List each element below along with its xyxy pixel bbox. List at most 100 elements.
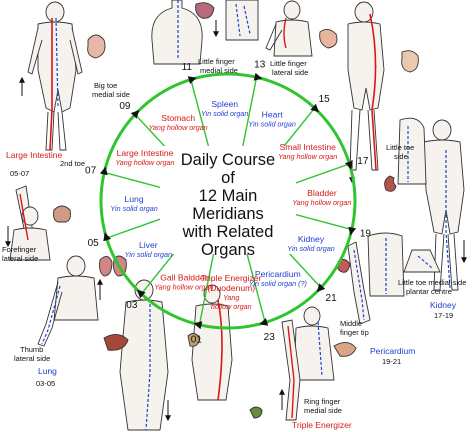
figure-large-intestine-meridian (9, 185, 51, 261)
label-little-toe-l1: Little toe (386, 143, 414, 152)
clock-ring (99, 72, 357, 330)
label-ring-finger-l1: Ring finger (304, 397, 341, 406)
hour-label: 17 (357, 156, 369, 167)
label-big-toe: Big toe medial side (92, 81, 130, 99)
ring-arrow-head (137, 289, 146, 299)
figure-lung-meridian (37, 255, 99, 347)
organ-type: Yin solid organ (287, 244, 334, 253)
label-little-toe-plantar: Little toe medial side plantar centre (398, 278, 468, 296)
organ-type: Yang hollow organ (278, 152, 337, 161)
organ-name: Bladder (307, 188, 337, 198)
label-little-toe-l2: side (394, 152, 408, 161)
hour-label: 19 (360, 229, 372, 240)
tag-kidney-hours: 17-19 (434, 311, 453, 320)
kidney-organ-icon (384, 175, 397, 192)
label-forefinger: Forefinger lateral side (2, 245, 38, 263)
label-little-toe-plantar-l2: plantar centre (406, 287, 452, 296)
hour-label: 23 (264, 332, 276, 343)
foot-icon (403, 249, 441, 273)
meridian-tags: Large Intestine 05-07 Kidney 17-19 Peric… (6, 150, 457, 430)
label-little-finger-medial: Little finger medial side (198, 57, 238, 75)
spleen-organ-icon (195, 2, 215, 19)
tag-large-intestine: Large Intestine (6, 150, 63, 160)
tag-large-intestine-name: Large Intestine (6, 150, 63, 160)
label-little-toe: Little toe side (386, 143, 416, 161)
organ-name: Small Intestine (280, 142, 337, 152)
organ-type: Yin solid organ (125, 250, 172, 259)
figure-kidney-torso-small (397, 117, 427, 185)
label-little-finger-lateral: Little finger lateral side (270, 59, 309, 77)
figure-small-intestine-meridian (265, 0, 313, 57)
ring-arrow-head (193, 321, 203, 330)
ring-arrow-head (310, 103, 319, 113)
tag-pericardium-name: Pericardium (370, 346, 415, 356)
organ-name: Stomach (161, 113, 195, 123)
label-middle-finger: Middle finger tip (340, 319, 369, 337)
gallbladder-organ-icon (249, 406, 263, 419)
label-big-toe-l2: medial side (92, 90, 130, 99)
label-thumb-l2: lateral side (14, 354, 50, 363)
stomach-organ-icon (87, 34, 106, 59)
label-second-toe: 2nd toe (60, 159, 85, 168)
organ-name: Gall Baldder (160, 272, 207, 282)
hour-label: 09 (119, 101, 131, 112)
organ-name: Large Intestine (117, 148, 174, 158)
organ-type: Yang hollow organ (149, 123, 208, 132)
tag-kidney-name: Kidney (430, 300, 457, 310)
ring-arrow-head (130, 110, 140, 119)
figure-kidney-meridian (423, 119, 465, 291)
label-forefinger-l2: lateral side (2, 254, 38, 263)
organ-name: Heart (262, 110, 284, 120)
ring-arrow-head (103, 232, 111, 242)
organ-name: (Duodenum) (207, 283, 255, 293)
organ-name: Triple Energizer (201, 273, 261, 283)
ring-arrow-head (253, 72, 263, 81)
center-title-line: Organs (201, 241, 255, 259)
organ-type: Yang hollow organ (292, 198, 351, 207)
figure-pericardium-torso (367, 232, 405, 297)
center-title-line: of (221, 169, 235, 187)
figure-stomach-meridian (27, 1, 83, 151)
organ-type: Yang hollow organ (154, 282, 213, 291)
organ-name: Spleen (211, 99, 238, 109)
hour-label: 05 (88, 238, 100, 249)
tag-triple-energizer-name: Triple Energizer (292, 420, 352, 430)
figure-pericardium-meridian (347, 241, 371, 325)
label-forefinger-l1: Forefinger (2, 245, 37, 254)
ring-arrow-head (259, 318, 269, 326)
label-ring-finger-l2: medial side (304, 406, 342, 415)
hour-label: 15 (319, 94, 331, 105)
organ-type: Yin solid organ (201, 109, 248, 118)
label-little-finger-lateral-l2: lateral side (272, 68, 308, 77)
center-title-line: Meridians (192, 205, 264, 223)
label-little-toe-plantar-l1: Little toe medial side (398, 278, 466, 287)
ring-arrows (99, 72, 357, 330)
figure-triple-energizer-arm (281, 319, 301, 421)
tag-lung-name: Lung (38, 366, 57, 376)
organ-name: Kidney (298, 234, 325, 244)
organ-name: Liver (139, 240, 158, 250)
organ-type: hollow organ (211, 302, 252, 311)
ring-arrow-head (345, 160, 353, 170)
label-little-finger-medial-l2: medial side (200, 66, 238, 75)
hour-label: 21 (326, 293, 338, 304)
figure-triple-energizer-meridian (293, 306, 335, 381)
label-big-toe-l1: Big toe (94, 81, 117, 90)
organ-type: Yang hollow organ (115, 158, 174, 167)
small-intestine-icon (319, 29, 338, 49)
hour-label: 07 (85, 165, 97, 176)
tag-pericardium-hours: 19-21 (382, 357, 401, 366)
large-intestine-organ-icon (53, 205, 71, 223)
label-little-finger-medial-l1: Little finger (198, 57, 235, 66)
